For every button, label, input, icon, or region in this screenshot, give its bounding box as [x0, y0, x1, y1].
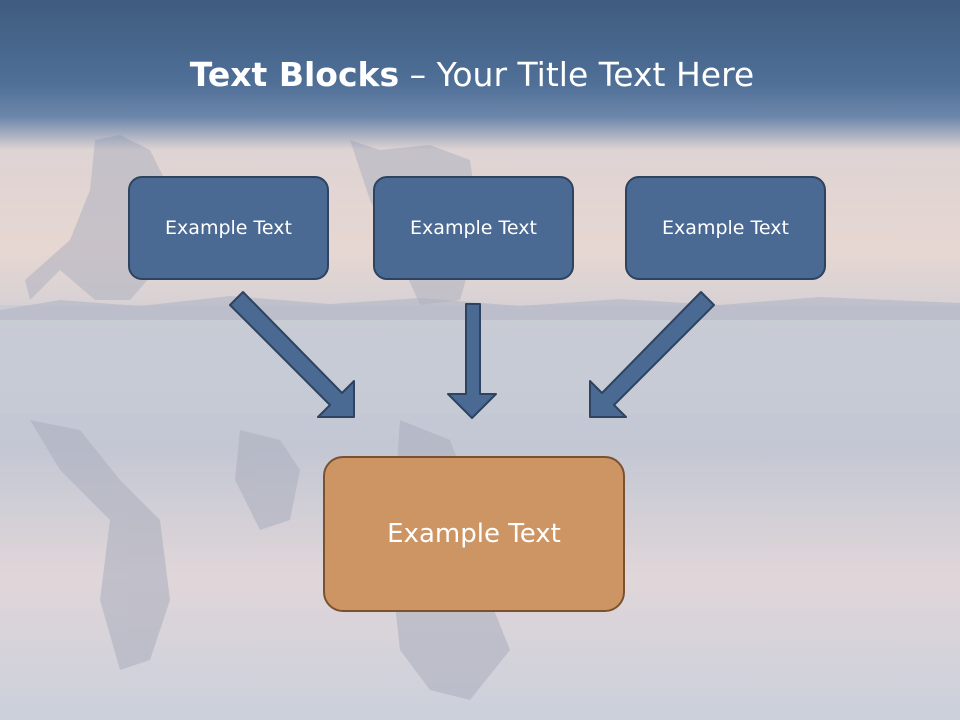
text-block-center-label: Example Text	[410, 217, 537, 239]
text-block-left-label: Example Text	[165, 217, 292, 239]
text-block-left[interactable]: Example Text	[128, 176, 329, 280]
text-block-bottom-label: Example Text	[387, 519, 561, 549]
title-bold: Text Blocks	[189, 55, 400, 94]
text-block-right[interactable]: Example Text	[625, 176, 826, 280]
slide-title: Text Blocks – Your Title Text Here	[0, 52, 944, 98]
arrow-left	[229, 291, 355, 418]
arrow-center	[447, 303, 497, 419]
text-block-right-label: Example Text	[662, 217, 789, 239]
title-band	[0, 0, 960, 150]
text-block-bottom[interactable]: Example Text	[323, 456, 625, 612]
text-block-center[interactable]: Example Text	[373, 176, 574, 280]
arrow-right	[589, 291, 715, 418]
title-rest: – Your Title Text Here	[399, 55, 755, 94]
